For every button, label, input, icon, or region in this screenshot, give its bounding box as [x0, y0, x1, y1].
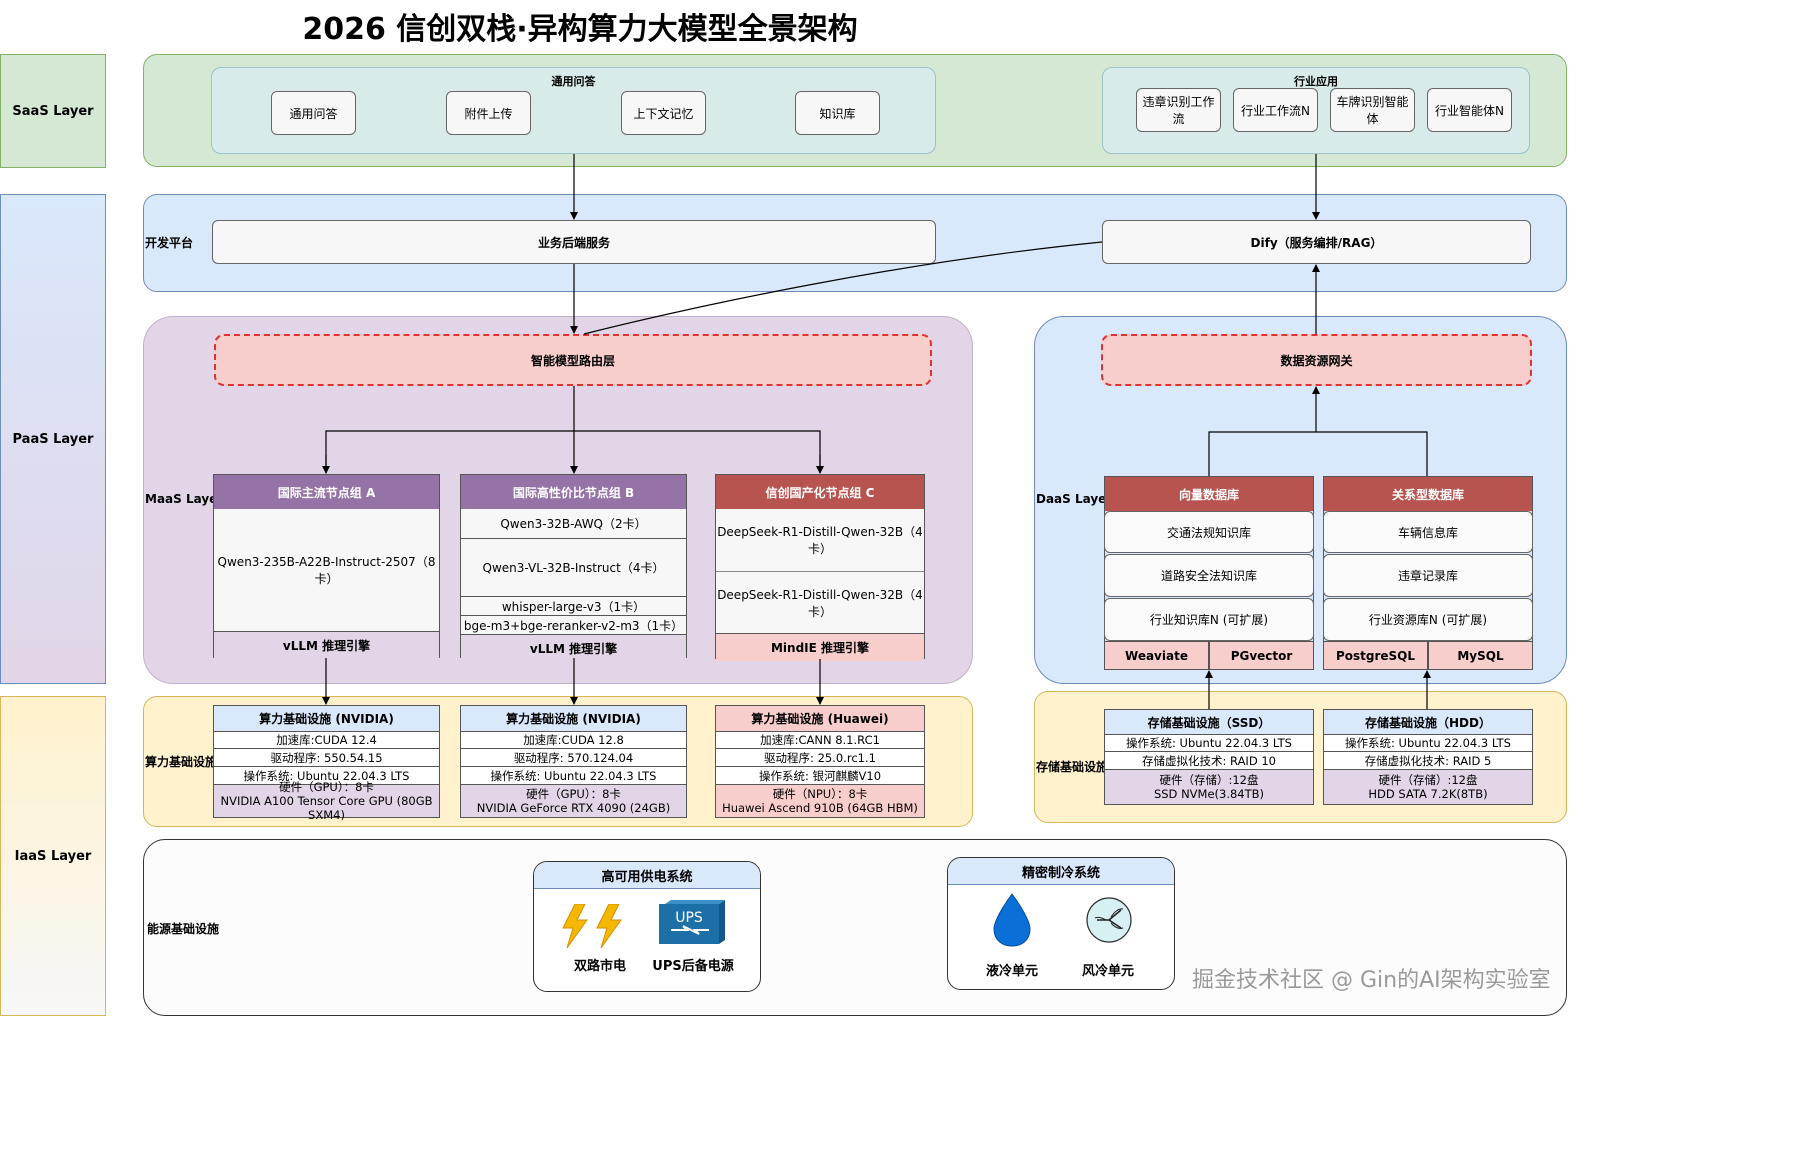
- maas-label: MaaS Layer: [145, 492, 224, 506]
- general-qa-button[interactable]: 通用问答: [271, 91, 356, 135]
- compute-c-title: 算力基础设施 (Huawei): [716, 706, 924, 732]
- node-c-title: 信创国产化节点组 C: [716, 475, 924, 509]
- relational-db-item: 违章记录库: [1323, 554, 1533, 597]
- compute-c-row: 操作系统: 银河麒麟V10: [716, 767, 924, 785]
- liquid-cooling-label: 液冷单元: [985, 964, 1038, 979]
- storage-hdd-hw: 硬件（存储）:12盘: [1378, 773, 1478, 787]
- storage-ssd-hw-model: SSD NVMe(3.84TB): [1153, 787, 1265, 801]
- cooling-system-title: 精密制冷系统: [948, 858, 1174, 885]
- compute-c-row: 加速库:CANN 8.1.RC1: [716, 732, 924, 749]
- compute-a-hw: 硬件（GPU）：8卡: [279, 780, 374, 794]
- compute-c: 算力基础设施 (Huawei) 加速库:CANN 8.1.RC1 驱动程序: 2…: [715, 705, 925, 818]
- storage-ssd-row: 操作系统: Ubuntu 22.04.3 LTS: [1105, 735, 1313, 752]
- fan-icon: [1085, 896, 1133, 944]
- layer-label-saas: SaaS Layer: [0, 54, 106, 168]
- storage-hdd-row: 操作系统: Ubuntu 22.04.3 LTS: [1324, 735, 1532, 752]
- industry-workflow-n-button[interactable]: 行业工作流N: [1233, 88, 1318, 132]
- plate-recognition-agent-button[interactable]: 车牌识别智能体: [1330, 88, 1415, 132]
- postgresql-tag: PostgreSQL: [1323, 641, 1428, 670]
- relational-db-title: 关系型数据库: [1324, 477, 1532, 511]
- compute-c-hw: 硬件（NPU）：8卡: [772, 787, 868, 801]
- compute-b: 算力基础设施 (NVIDIA) 加速库:CUDA 12.8 驱动程序: 570.…: [460, 705, 687, 818]
- compute-a-row: 驱动程序: 550.54.15: [214, 749, 439, 767]
- compute-label: 算力基础设施: [145, 755, 218, 769]
- dev-platform-label: 开发平台: [145, 236, 194, 250]
- daas-label: DaaS Layer: [1036, 492, 1113, 506]
- relational-db-item: 行业资源库N (可扩展): [1323, 598, 1533, 641]
- compute-b-row: 操作系统: Ubuntu 22.04.3 LTS: [461, 767, 686, 785]
- compute-b-row: 驱动程序: 570.124.04: [461, 749, 686, 767]
- storage-hdd-title: 存储基础设施（HDD）: [1324, 710, 1532, 735]
- violation-workflow-button[interactable]: 违章识别工作流: [1136, 88, 1221, 132]
- storage-hdd-row: 存储虚拟化技术: RAID 5: [1324, 752, 1532, 770]
- node-b-title: 国际高性价比节点组 B: [461, 475, 686, 509]
- storage-ssd-title: 存储基础设施（SSD）: [1105, 710, 1313, 735]
- lightning-icon: [561, 903, 631, 949]
- air-cooling-label: 风冷单元: [1081, 964, 1134, 979]
- compute-b-row: 加速库:CUDA 12.8: [461, 732, 686, 749]
- water-drop-icon: [990, 892, 1034, 948]
- compute-a-hw-model: NVIDIA A100 Tensor Core GPU (80GB SXM4): [220, 794, 433, 822]
- knowledge-base-button[interactable]: 知识库: [795, 91, 880, 135]
- storage-hdd: 存储基础设施（HDD） 操作系统: Ubuntu 22.04.3 LTS 存储虚…: [1323, 709, 1533, 805]
- energy-zone: [143, 839, 1567, 1016]
- backend-service-box[interactable]: 业务后端服务: [212, 220, 936, 264]
- page-title: 2026 信创双栈·异构算力大模型全景架构: [302, 12, 858, 47]
- storage-ssd-row: 存储虚拟化技术: RAID 10: [1105, 752, 1313, 770]
- compute-b-hw-model: NVIDIA GeForce RTX 4090 (24GB): [476, 801, 671, 815]
- storage-ssd: 存储基础设施（SSD） 操作系统: Ubuntu 22.04.3 LTS 存储虚…: [1104, 709, 1314, 805]
- cooling-system: 精密制冷系统: [947, 857, 1175, 990]
- compute-c-hw-model: Huawei Ascend 910B (64GB HBM): [722, 801, 918, 815]
- node-a-model: Qwen3-235B-A22B-Instruct-2507（8卡）: [214, 509, 439, 631]
- node-b-engine: vLLM 推理引擎: [461, 634, 686, 661]
- dify-box[interactable]: Dify（服务编排/RAG）: [1102, 220, 1531, 264]
- vector-db-item: 行业知识库N (可扩展): [1104, 598, 1314, 641]
- ups-icon: UPS: [657, 900, 727, 948]
- pgvector-tag: PGvector: [1209, 641, 1314, 670]
- compute-b-hw: 硬件（GPU）：8卡: [526, 787, 621, 801]
- dual-grid-label: 双路市电: [573, 959, 626, 974]
- vector-db-item: 交通法规知识库: [1104, 511, 1314, 553]
- weaviate-tag: Weaviate: [1104, 641, 1209, 670]
- node-c-model: DeepSeek-R1-Distill-Qwen-32B（4卡）: [716, 509, 924, 572]
- node-b-model: Qwen3-32B-AWQ（2卡）: [461, 509, 686, 539]
- vector-db-item: 道路安全法知识库: [1104, 554, 1314, 597]
- node-a-title: 国际主流节点组 A: [214, 475, 439, 509]
- node-group-b: 国际高性价比节点组 B Qwen3-32B-AWQ（2卡） Qwen3-VL-3…: [460, 474, 687, 661]
- data-gateway-box[interactable]: 数据资源网关: [1101, 334, 1532, 386]
- node-group-a: 国际主流节点组 A Qwen3-235B-A22B-Instruct-2507（…: [213, 474, 440, 659]
- watermark: 掘金技术社区 @ Gin的AI架构实验室: [1192, 968, 1551, 993]
- layer-label-paas: PaaS Layer: [0, 194, 106, 684]
- node-b-model: whisper-large-v3（1卡）: [461, 597, 686, 616]
- node-c-engine: MindIE 推理引擎: [716, 633, 924, 661]
- industry-apps-title: 行业应用: [1294, 75, 1338, 88]
- node-c-model: DeepSeek-R1-Distill-Qwen-32B（4卡）: [717, 587, 923, 619]
- attachment-upload-button[interactable]: 附件上传: [446, 91, 531, 135]
- ups-label: UPS: [675, 910, 703, 926]
- model-router-box[interactable]: 智能模型路由层: [214, 334, 932, 386]
- vector-db-title: 向量数据库: [1105, 477, 1313, 511]
- compute-c-row: 驱动程序: 25.0.rc1.1: [716, 749, 924, 767]
- storage-ssd-hw: 硬件（存储）:12盘: [1159, 773, 1259, 787]
- power-system-title: 高可用供电系统: [534, 862, 760, 889]
- layer-label-iaas: IaaS Layer: [0, 696, 106, 1016]
- node-group-c: 信创国产化节点组 C DeepSeek-R1-Distill-Qwen-32B（…: [715, 474, 925, 661]
- compute-a-title: 算力基础设施 (NVIDIA): [214, 706, 439, 732]
- relational-db-item: 车辆信息库: [1323, 511, 1533, 553]
- compute-a-row: 加速库:CUDA 12.4: [214, 732, 439, 749]
- node-b-model: Qwen3-VL-32B-Instruct（4卡）: [461, 539, 686, 597]
- ups-backup-label: UPS后备电源: [652, 959, 734, 974]
- industry-agent-n-button[interactable]: 行业智能体N: [1427, 88, 1512, 132]
- general-qa-title: 通用问答: [551, 75, 596, 88]
- node-a-engine: vLLM 推理引擎: [214, 631, 439, 659]
- storage-label: 存储基础设施: [1036, 760, 1109, 774]
- storage-hdd-hw-model: HDD SATA 7.2K(8TB): [1368, 787, 1488, 801]
- compute-a-row: 操作系统: Ubuntu 22.04.3 LTS: [214, 767, 439, 785]
- compute-b-title: 算力基础设施 (NVIDIA): [461, 706, 686, 732]
- energy-label: 能源基础设施: [147, 922, 220, 936]
- context-memory-button[interactable]: 上下文记忆: [621, 91, 706, 135]
- node-b-model: bge-m3+bge-reranker-v2-m3（1卡）: [463, 618, 684, 633]
- mysql-tag: MySQL: [1428, 641, 1533, 670]
- compute-a: 算力基础设施 (NVIDIA) 加速库:CUDA 12.4 驱动程序: 550.…: [213, 705, 440, 822]
